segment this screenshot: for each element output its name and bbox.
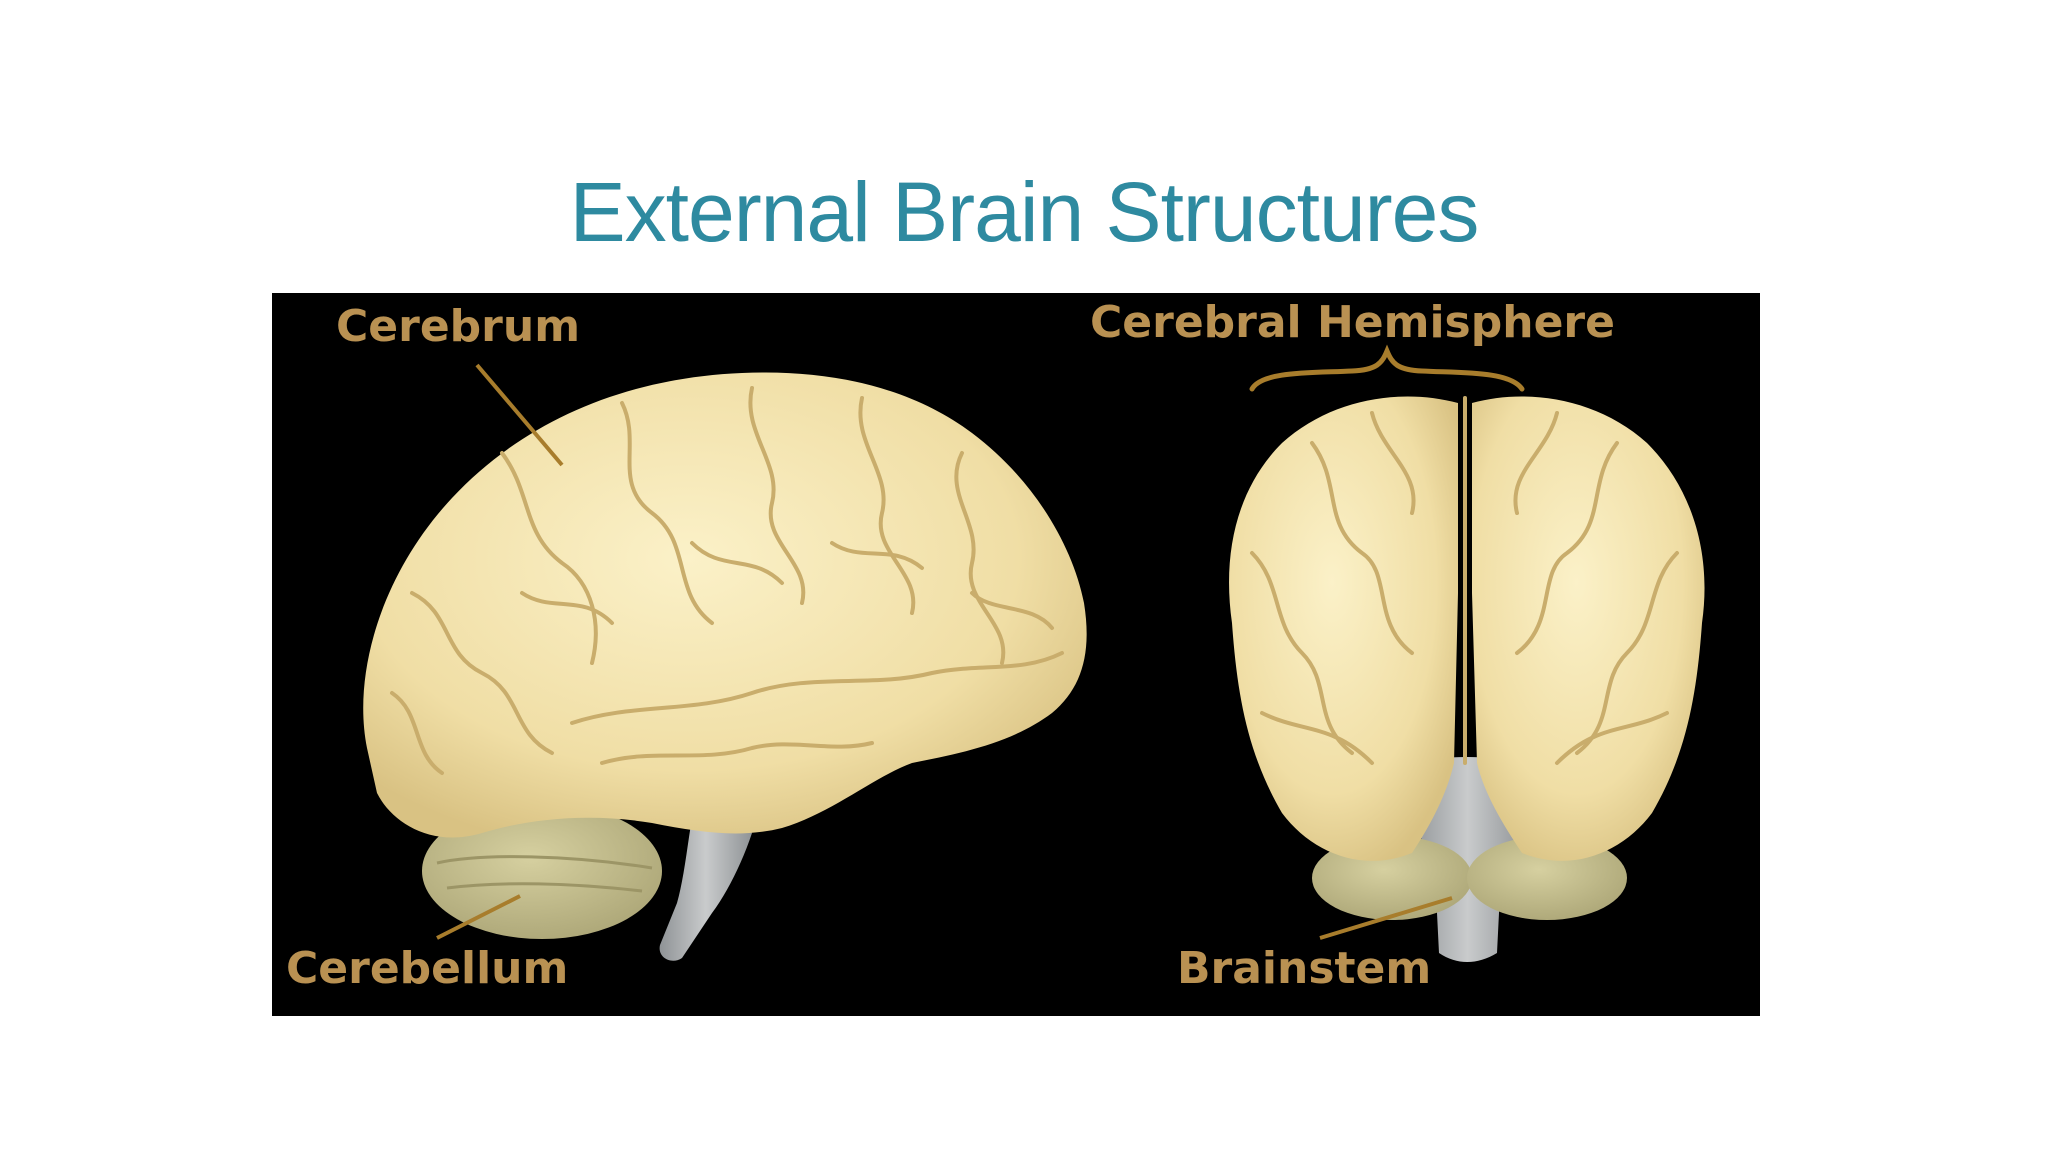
hemisphere-bracket: [1249, 344, 1525, 392]
brainstem-lateral: [659, 813, 752, 961]
cerebrum-leader-line: [475, 363, 564, 467]
frontal-brain-view: [1229, 344, 1705, 962]
lateral-brain-view: [363, 363, 1087, 961]
brain-illustration: [363, 344, 1705, 962]
cerebrum-label: Cerebrum: [336, 301, 581, 352]
left-hemisphere: [1229, 396, 1458, 861]
slide-title: External Brain Structures: [569, 165, 1480, 260]
brainstem-label: Brainstem: [1177, 943, 1432, 994]
brain-diagram: Cerebrum Cerebellum Cerebral Hemisphere …: [272, 293, 1760, 1016]
brainstem-leader-line: [1319, 896, 1453, 940]
cerebrum-lateral: [363, 372, 1087, 838]
cerebellum-label: Cerebellum: [286, 943, 569, 994]
cerebellum-lateral: [422, 803, 662, 939]
cerebral-hemisphere-label: Cerebral Hemisphere: [1090, 297, 1615, 348]
gyri-lateral: [390, 386, 1064, 775]
cerebellum-leader-line: [436, 894, 521, 940]
gyri-frontal: [1250, 396, 1679, 765]
right-hemisphere: [1472, 396, 1705, 861]
